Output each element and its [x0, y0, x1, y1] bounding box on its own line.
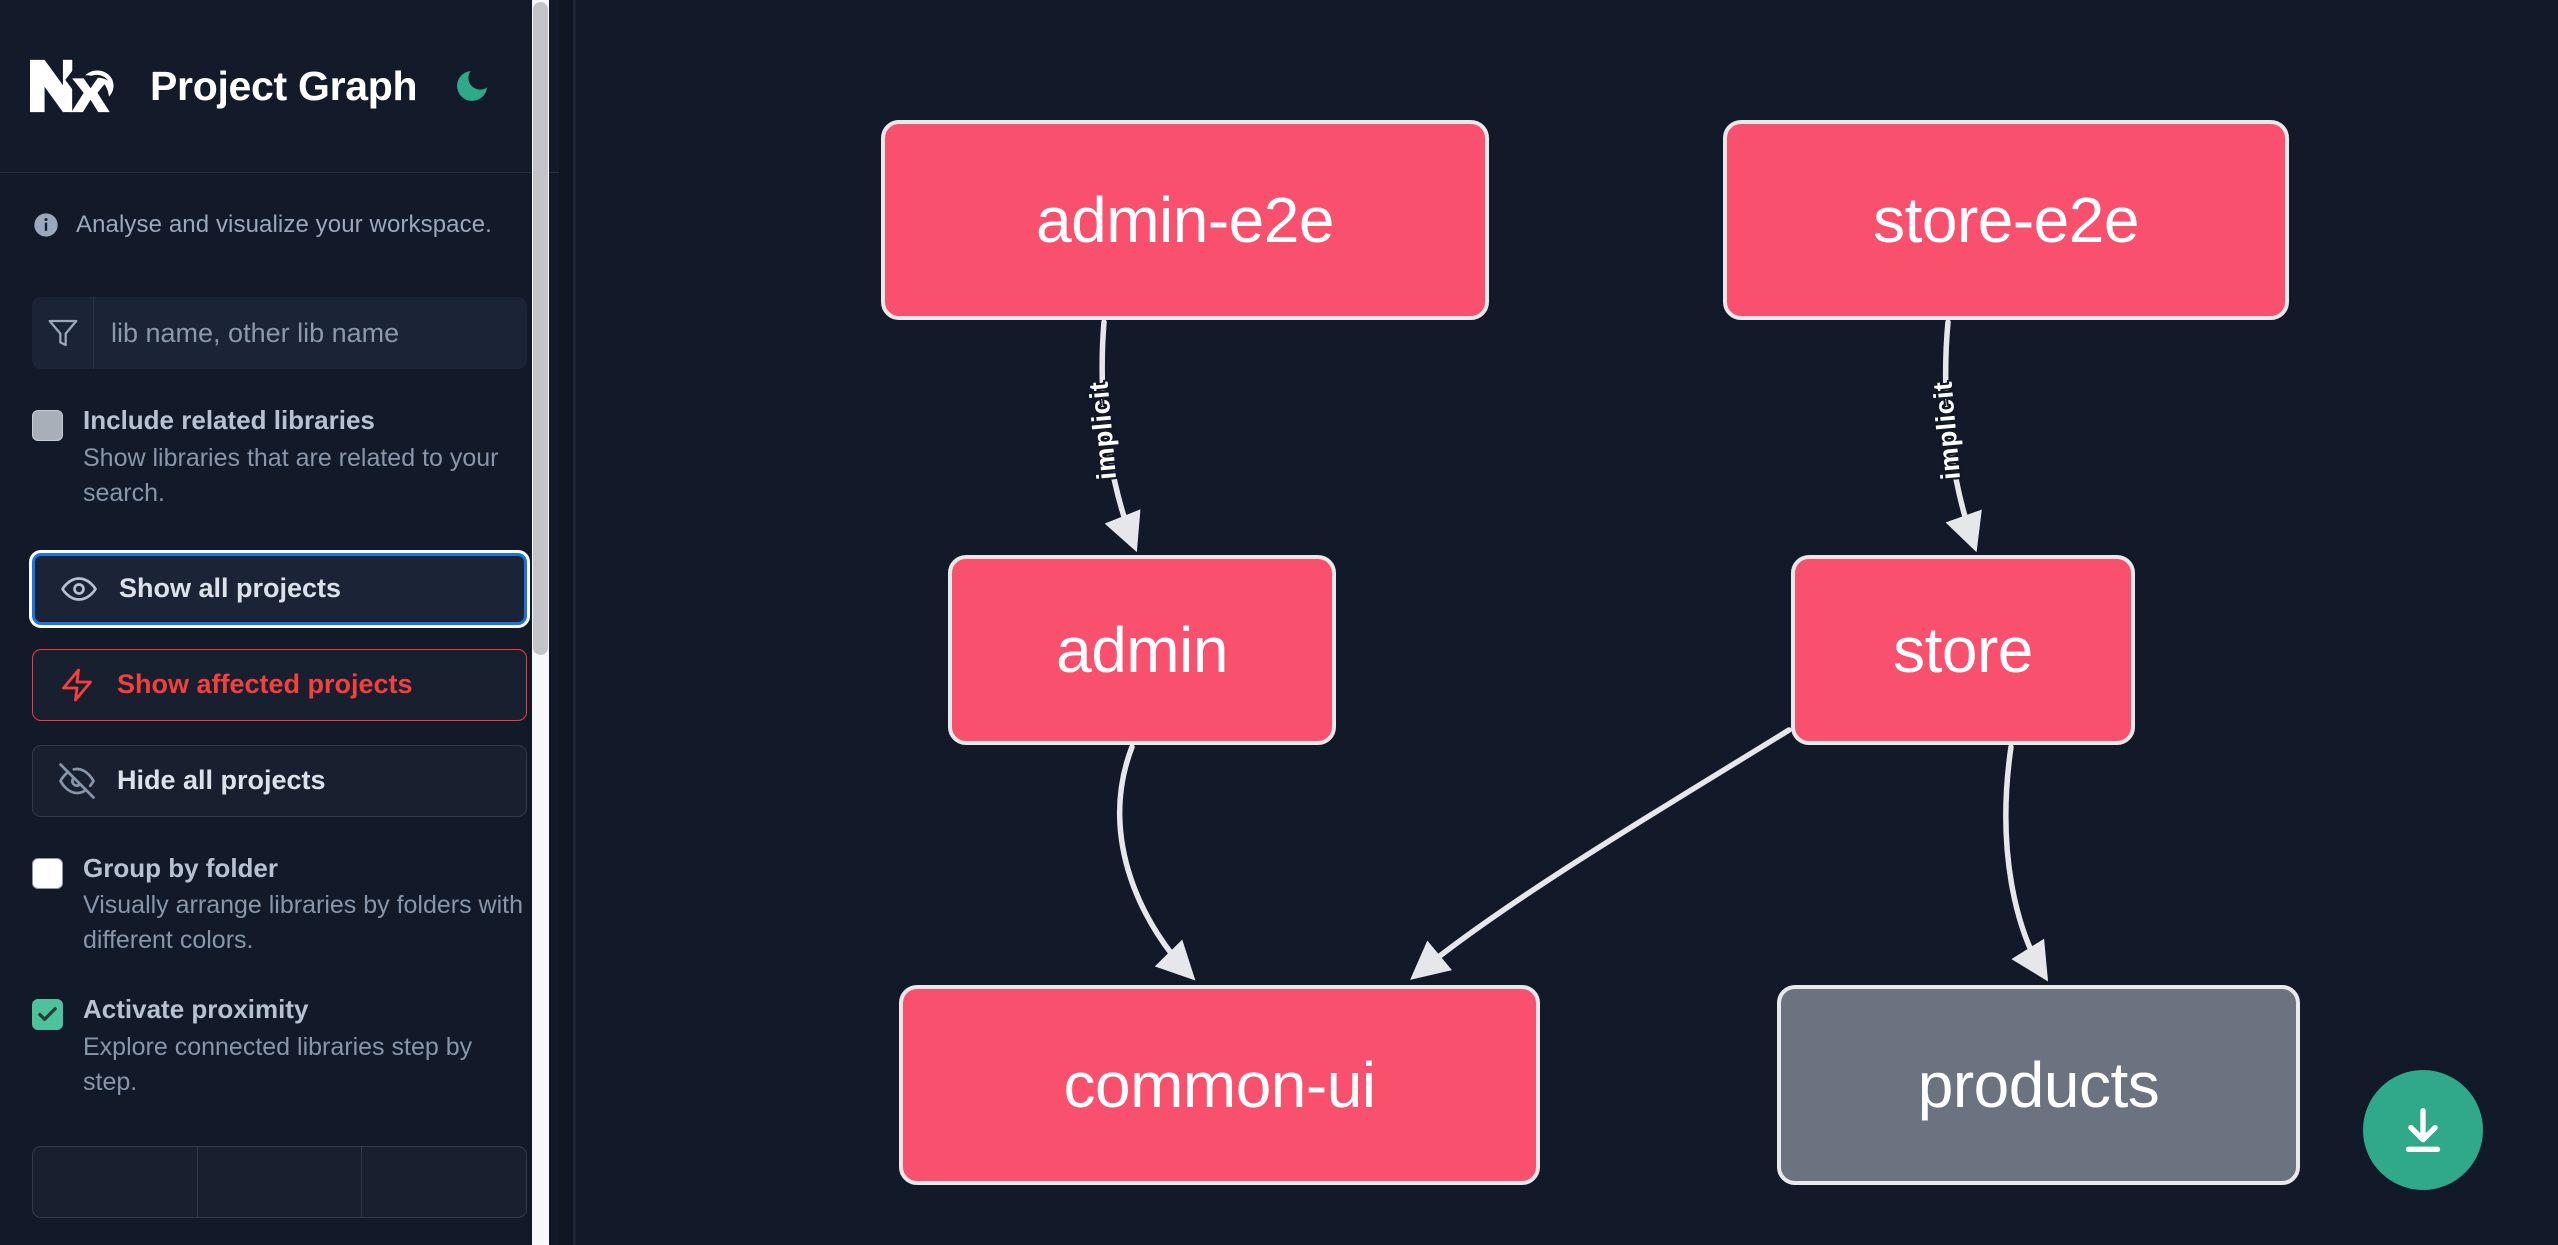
- graph-node-label: products: [1917, 1049, 2160, 1121]
- graph-node-label: store-e2e: [1873, 184, 2139, 256]
- activate-proximity-row: Activate proximity Explore connected lib…: [32, 994, 527, 1100]
- graph-node-products[interactable]: products: [1777, 985, 2300, 1185]
- sidebar-body: Analyse and visualize your workspace. In…: [0, 173, 559, 1245]
- show-affected-projects-button[interactable]: Show affected projects: [32, 648, 527, 721]
- activate-proximity-label: Activate proximity: [83, 994, 309, 1025]
- graph-node-admin[interactable]: admin: [948, 555, 1336, 745]
- sidebar-header: Project Graph: [0, 0, 559, 173]
- graph-edges: [1099, 319, 2049, 982]
- include-related-libraries-checkbox[interactable]: [32, 410, 63, 441]
- graph-node-store[interactable]: store: [1791, 555, 2135, 745]
- page-title: Project Graph: [150, 62, 418, 109]
- graph-node-label: admin-e2e: [1036, 184, 1334, 256]
- edge-admin-e2e-admin: [1099, 319, 1141, 553]
- include-related-libraries-row: Include related libraries Show libraries…: [32, 405, 527, 511]
- group-by-folder-description: Visually arrange libraries by folders wi…: [83, 891, 524, 955]
- graph-node-admin-e2e[interactable]: admin-e2e: [881, 120, 1489, 320]
- group-by-folder-checkbox[interactable]: [32, 857, 63, 889]
- graph-node-label: common-ui: [1063, 1049, 1376, 1121]
- sidebar-divider: [573, 0, 576, 1245]
- edge-admin-common-ui: [1116, 744, 1196, 981]
- nx-logo-icon: [30, 55, 122, 117]
- edge-store-e2e-store: [1942, 319, 1982, 553]
- check-icon: [38, 1007, 57, 1022]
- graph-node-common-ui[interactable]: common-ui: [899, 985, 1540, 1185]
- sidebar: Project Graph Analyse and visualize your…: [0, 0, 559, 1245]
- sidebar-scrollbar-thumb[interactable]: [533, 2, 548, 655]
- proximity-segmented-control: [32, 1146, 527, 1219]
- project-visibility-buttons: Show all projects Show affected projects…: [32, 552, 527, 817]
- hide-all-projects-label: Hide all projects: [117, 765, 326, 796]
- search-bar: [32, 297, 527, 369]
- lightning-bolt-icon: [62, 668, 92, 702]
- group-by-folder-label: Group by folder: [83, 852, 278, 883]
- show-all-projects-label: Show all projects: [119, 573, 342, 604]
- include-related-libraries-description: Show libraries that are related to your …: [83, 443, 499, 507]
- edge-store-products: [2003, 744, 2049, 982]
- edge-store-common-ui: [1410, 727, 1792, 980]
- info-circle-icon: [32, 211, 60, 239]
- download-icon: [2405, 1108, 2441, 1152]
- info-banner: Analyse and visualize your workspace.: [32, 173, 527, 249]
- activate-proximity-description: Explore connected libraries step by step…: [83, 1033, 473, 1097]
- graph-node-store-e2e[interactable]: store-e2e: [1723, 120, 2289, 320]
- eye-off-icon: [59, 762, 95, 799]
- filter-funnel-icon: [32, 297, 94, 369]
- graph-canvas[interactable]: admin-e2e store-e2e admin store common-u…: [576, 0, 2558, 1245]
- group-by-folder-row: Group by folder Visually arrange librari…: [32, 853, 527, 959]
- include-related-libraries-label: Include related libraries: [83, 405, 375, 435]
- proximity-segment-1[interactable]: [33, 1147, 198, 1218]
- graph-node-label: admin: [1056, 614, 1228, 686]
- moon-icon[interactable]: [450, 64, 494, 108]
- activate-proximity-checkbox[interactable]: [32, 999, 63, 1031]
- show-all-projects-button[interactable]: Show all projects: [32, 552, 527, 625]
- graph-node-label: store: [1893, 614, 2033, 686]
- search-input[interactable]: [94, 297, 527, 369]
- hide-all-projects-button[interactable]: Hide all projects: [32, 744, 527, 817]
- proximity-segment-2[interactable]: [198, 1147, 363, 1218]
- eye-icon: [61, 576, 97, 601]
- proximity-segment-3[interactable]: [362, 1147, 526, 1217]
- download-graph-button[interactable]: [2363, 1070, 2483, 1190]
- info-text: Analyse and visualize your workspace.: [76, 211, 492, 238]
- show-affected-projects-label: Show affected projects: [117, 669, 413, 700]
- sidebar-scrollbar[interactable]: [532, 0, 549, 1245]
